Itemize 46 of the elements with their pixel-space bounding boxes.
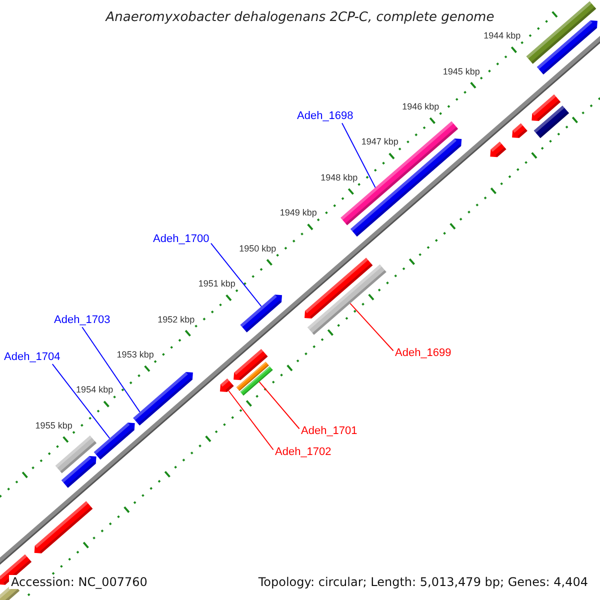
gene-bar [55, 436, 97, 474]
tick-label: 1951 kbp [198, 280, 236, 289]
tick-label: 1954 kbp [76, 386, 114, 395]
gene-block [61, 456, 96, 488]
gene-label: Adeh_1702 [275, 447, 332, 458]
gene-label: Adeh_1704 [4, 352, 60, 363]
gene-label: Adeh_1699 [395, 348, 452, 359]
leader-line [52, 364, 110, 439]
tick-label: 1953 kbp [116, 350, 154, 360]
gene-block [94, 422, 135, 460]
gene-block [512, 123, 528, 138]
leader-line [258, 381, 300, 430]
gene-block [490, 142, 506, 158]
title: Anaeromyxobacter dehalogenans 2CP-C, complete genome [106, 11, 494, 24]
tick-label: 1947 kbp [361, 138, 398, 147]
gene-block [304, 258, 373, 318]
gene-label: Adeh_1703 [54, 315, 110, 326]
gene-bar [307, 264, 386, 335]
gene-label: Adeh_1698 [297, 111, 354, 122]
gene-block [220, 378, 234, 392]
gene-block [536, 20, 598, 75]
tick-label: 1944 kbp [484, 32, 521, 41]
leader-line [210, 242, 262, 307]
leader-line [342, 122, 376, 188]
gene-label: Adeh_1700 [153, 234, 210, 245]
leader-line [228, 390, 274, 450]
gene-block [133, 372, 193, 426]
gene-bar [534, 106, 570, 138]
tick-label: 1948 kbp [320, 173, 358, 182]
gene-label: Adeh_1701 [301, 426, 358, 437]
tick-label: 1949 kbp [280, 208, 317, 218]
gene-block [34, 501, 93, 554]
gene-block [234, 348, 268, 380]
tick-label: 1952 kbp [158, 315, 195, 324]
gene-bar [236, 362, 269, 392]
tick-label: 1955 kbp [35, 421, 72, 430]
tick-label: 1950 kbp [239, 244, 276, 254]
genome-info-text: Topology: circular; Length: 5,013,479 bp; Genes: 4,404 [256, 575, 590, 589]
tick-label: 1946 kbp [402, 102, 440, 112]
gene-bar [340, 121, 458, 226]
gene-bar [526, 1, 596, 64]
gene-block [240, 294, 282, 332]
leader-line [82, 326, 140, 413]
gene-block [532, 94, 561, 121]
gene-bar [240, 366, 273, 396]
tick-label: 1945 kbp [442, 67, 480, 76]
